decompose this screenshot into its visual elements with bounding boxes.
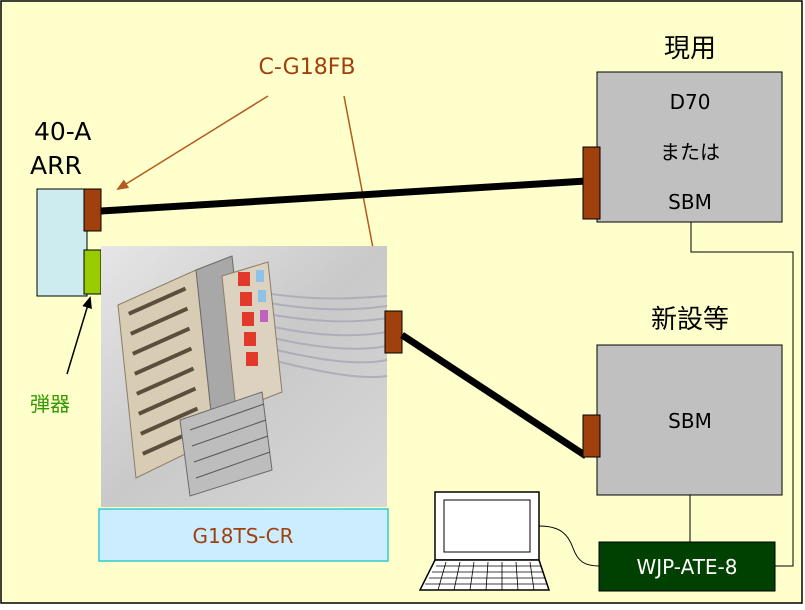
spring-arrow — [66, 296, 92, 375]
new-equipment-box — [596, 344, 783, 496]
connector-label: C-G18FB — [259, 55, 356, 80]
current-equipment-line1: D70 — [670, 90, 711, 114]
current-connector — [582, 146, 601, 220]
arr-connector — [83, 188, 102, 232]
arr-label-line2: ARR — [30, 151, 82, 180]
cable-panel-to-new — [400, 332, 588, 459]
spring-label: 弾器 — [30, 392, 70, 416]
new-connector — [582, 414, 601, 458]
laptop-icon — [418, 491, 551, 591]
panel-photo — [101, 246, 388, 507]
ate-box — [598, 541, 776, 592]
arr-label-line1: 40-A — [34, 117, 91, 146]
line-laptop-to-ate — [538, 525, 601, 567]
panel-label: G18TS-CR — [193, 524, 294, 548]
current-equipment-box — [596, 71, 783, 223]
current-equipment-line2: または — [660, 140, 720, 164]
panel-connector — [384, 310, 403, 354]
current-equipment-line3: SBM — [668, 190, 712, 214]
spring-contact — [83, 249, 102, 295]
arrow-to-arr-connector — [116, 95, 269, 191]
ate-label: WJP-ATE-8 — [637, 555, 738, 579]
arr-unit — [36, 188, 88, 297]
panel-label-box — [98, 508, 389, 562]
line-current-to-ate — [690, 222, 794, 567]
new-equipment-label: SBM — [668, 409, 712, 433]
current-equipment-title: 現用 — [664, 34, 716, 64]
new-equipment-title: 新設等 — [651, 305, 729, 335]
cable-arr-to-current — [100, 177, 587, 215]
